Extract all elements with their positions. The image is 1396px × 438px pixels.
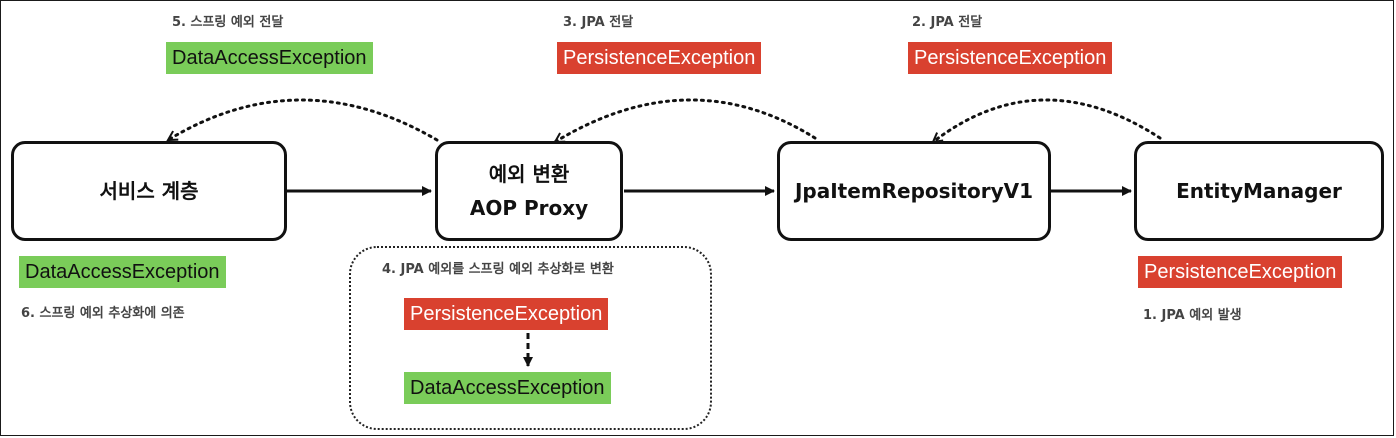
aop-proxy-label-line2: AOP Proxy (469, 196, 589, 220)
spring-exception-tag-after-convert: DataAccessException (404, 372, 611, 404)
spring-exception-tag-top: DataAccessException (166, 42, 373, 74)
jpa-exception-tag-step3: PersistenceException (557, 42, 762, 74)
aop-proxy-label-line1: 예외 변환 (488, 162, 570, 186)
step1-note: 1. JPA 예외 발생 (1143, 308, 1242, 323)
aop-proxy-node: 예외 변환 AOP Proxy (435, 141, 623, 241)
arc-entitymanager-to-repository (933, 98, 1162, 144)
step2-note: 2. JPA 전달 (912, 15, 983, 30)
step6-note: 6. 스프링 예외 추상화에 의존 (21, 306, 185, 321)
service-layer-node: 서비스 계층 (11, 141, 287, 241)
jpa-exception-tag-before-convert: PersistenceException (404, 298, 609, 330)
conversion-box (349, 246, 712, 430)
step5-note: 5. 스프링 예외 전달 (172, 15, 284, 30)
step3-note: 3. JPA 전달 (563, 15, 634, 30)
service-layer-label: 서비스 계층 (99, 179, 199, 203)
jpa-exception-tag-origin: PersistenceException (1138, 256, 1343, 288)
repository-label: JpaItemRepositoryV1 (794, 179, 1034, 203)
step4-note: 4. JPA 예외를 스프링 예외 추상화로 변환 (382, 262, 614, 277)
entity-manager-label: EntityManager (1176, 179, 1342, 203)
arc-repository-to-proxy (555, 98, 817, 144)
entity-manager-node: EntityManager (1134, 141, 1384, 241)
spring-exception-tag-service: DataAccessException (19, 256, 226, 288)
jpa-exception-tag-step2: PersistenceException (908, 42, 1113, 74)
repository-node: JpaItemRepositoryV1 (777, 141, 1051, 241)
arc-proxy-to-service (168, 98, 439, 142)
